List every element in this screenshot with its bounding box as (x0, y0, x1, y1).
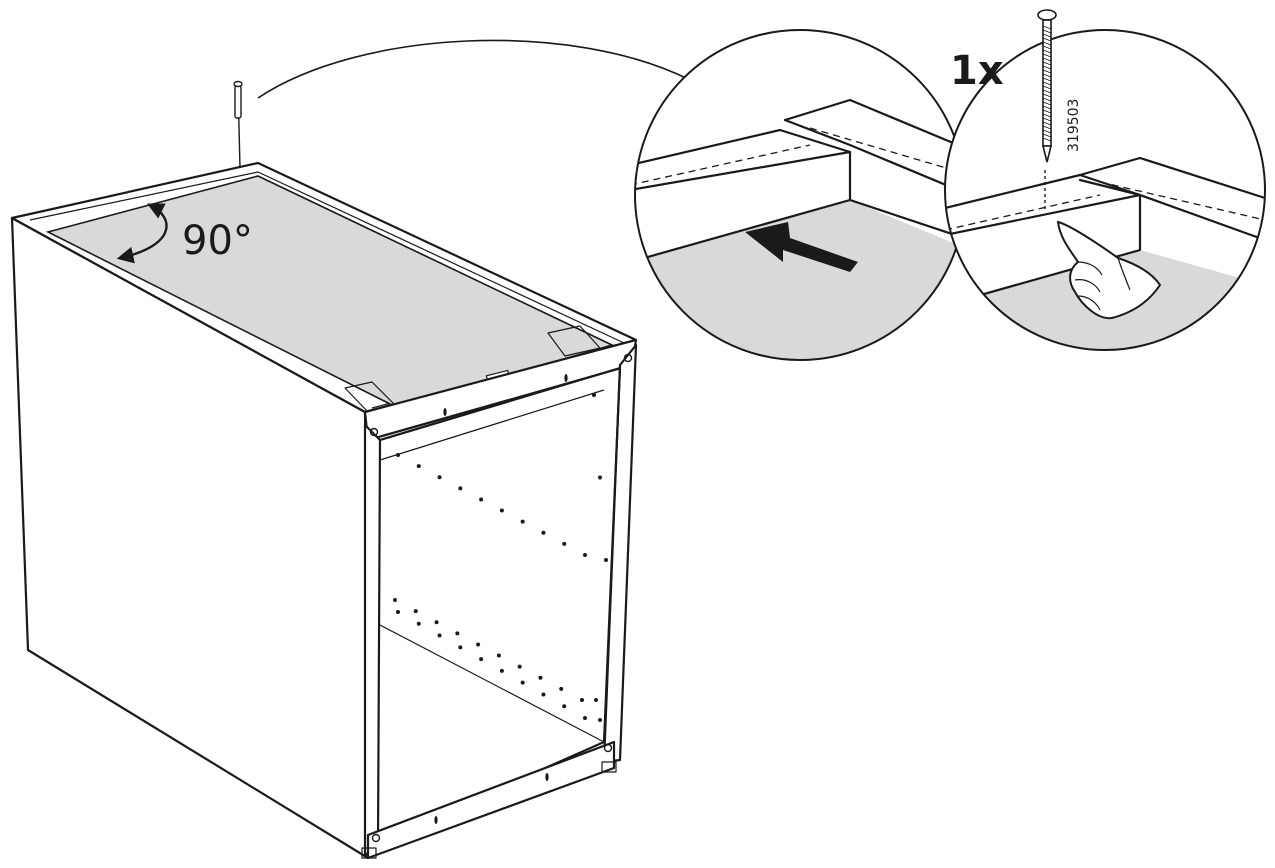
nail-ridge (1042, 29, 1052, 34)
cabinet (10, 161, 638, 860)
shelf-pin-hole (538, 675, 543, 680)
shelf-pin-hole (479, 657, 484, 662)
cabinet-bottom-rail (366, 740, 616, 860)
shelf-pin-hole (437, 475, 442, 480)
shelf-pin-hole (496, 653, 501, 658)
nail-ridge (1042, 65, 1052, 70)
shelf-pin-hole (393, 598, 397, 602)
shelf-pin-hole (396, 610, 400, 614)
nail-ridge (1042, 53, 1052, 58)
nail-ridge (1042, 69, 1052, 74)
shelf-pin-hole (458, 486, 463, 491)
nail-ridge (1042, 105, 1052, 110)
shelf-pin-hole (592, 393, 596, 397)
rail-holes (369, 353, 633, 843)
angle-label: 90° (182, 218, 253, 264)
callout-connector (257, 39, 691, 99)
nail-ridge (1042, 137, 1052, 142)
nail-ridge (1042, 41, 1052, 46)
nail-ridge (1042, 113, 1052, 118)
shelf-pin-hole (437, 633, 442, 638)
shelf-pin-hole (598, 718, 602, 722)
nail-ridge (1042, 117, 1052, 122)
cabinet-left-front-edge (363, 423, 382, 858)
nail-ridge (1042, 45, 1052, 50)
shelf-pin-hole (541, 530, 546, 535)
shelf-pin-hole (583, 716, 587, 720)
nail-ridge (1042, 121, 1052, 126)
nail-ridge (1042, 81, 1052, 86)
shelf-pin-hole (396, 453, 400, 457)
nail-ridge (1042, 77, 1052, 82)
nail-ridge (1042, 49, 1052, 54)
nail-ridge (1042, 73, 1052, 78)
shelf-pin-hole (559, 686, 564, 691)
nail-ridge (1042, 61, 1052, 66)
shelf-pin-hole (583, 553, 587, 557)
nail-ridge (1042, 93, 1052, 98)
shelf-pin-hole (455, 631, 460, 636)
pointing-hand-icon (1056, 220, 1162, 320)
nail-ridge (1042, 129, 1052, 134)
shelf-pin-hole (541, 692, 546, 697)
shelf-pin-holes (393, 393, 608, 722)
nail-ridge (1042, 97, 1052, 102)
nail-ridge (1042, 33, 1052, 38)
nail-ridge (1042, 89, 1052, 94)
push-arrow-icon (745, 222, 858, 272)
nail-ridge (1042, 133, 1052, 138)
shelf-pin-hole (520, 519, 525, 524)
shelf-pin-hole (458, 645, 463, 650)
shelf-pin-hole (562, 541, 567, 546)
nail-ridge (1042, 85, 1052, 90)
detail-circle-nail (944, 29, 1266, 351)
shelf-pin-hole (416, 621, 421, 626)
shelf-pin-hole (476, 642, 481, 647)
nail-ridge (1042, 125, 1052, 130)
quantity-label: 1x (950, 48, 1004, 94)
shelf-pin-hole (517, 664, 522, 669)
shelf-pin-hole (434, 620, 439, 625)
nail-icon (233, 80, 243, 169)
shelf-pin-hole (594, 698, 598, 702)
nail-ridge (1042, 57, 1052, 62)
rotation-arrow-icon (116, 203, 168, 264)
cabinet-right-front-edge (602, 343, 638, 764)
shelf-pin-hole (413, 609, 418, 614)
shelf-pin-hole (580, 698, 584, 702)
shelf-pin-hole (520, 680, 525, 685)
nail-ridge (1042, 109, 1052, 114)
shelf-pin-hole (416, 464, 421, 469)
shelf-pin-hole (604, 558, 608, 562)
detail-circle-push (634, 29, 966, 361)
nail-ridge (1042, 25, 1052, 30)
nail-ridge (1042, 37, 1052, 42)
part-number-label: 319503 (1066, 99, 1082, 152)
shelf-pin-hole (598, 475, 602, 480)
shelf-pin-hole (499, 508, 504, 513)
shelf-pin-hole (499, 668, 504, 673)
shelf-pin-hole (562, 704, 567, 709)
shelf-pin-hole (479, 497, 484, 502)
nail-part-icon (1037, 9, 1057, 163)
top-panel-inserted (45, 175, 615, 409)
nail-ridge (1042, 101, 1052, 106)
